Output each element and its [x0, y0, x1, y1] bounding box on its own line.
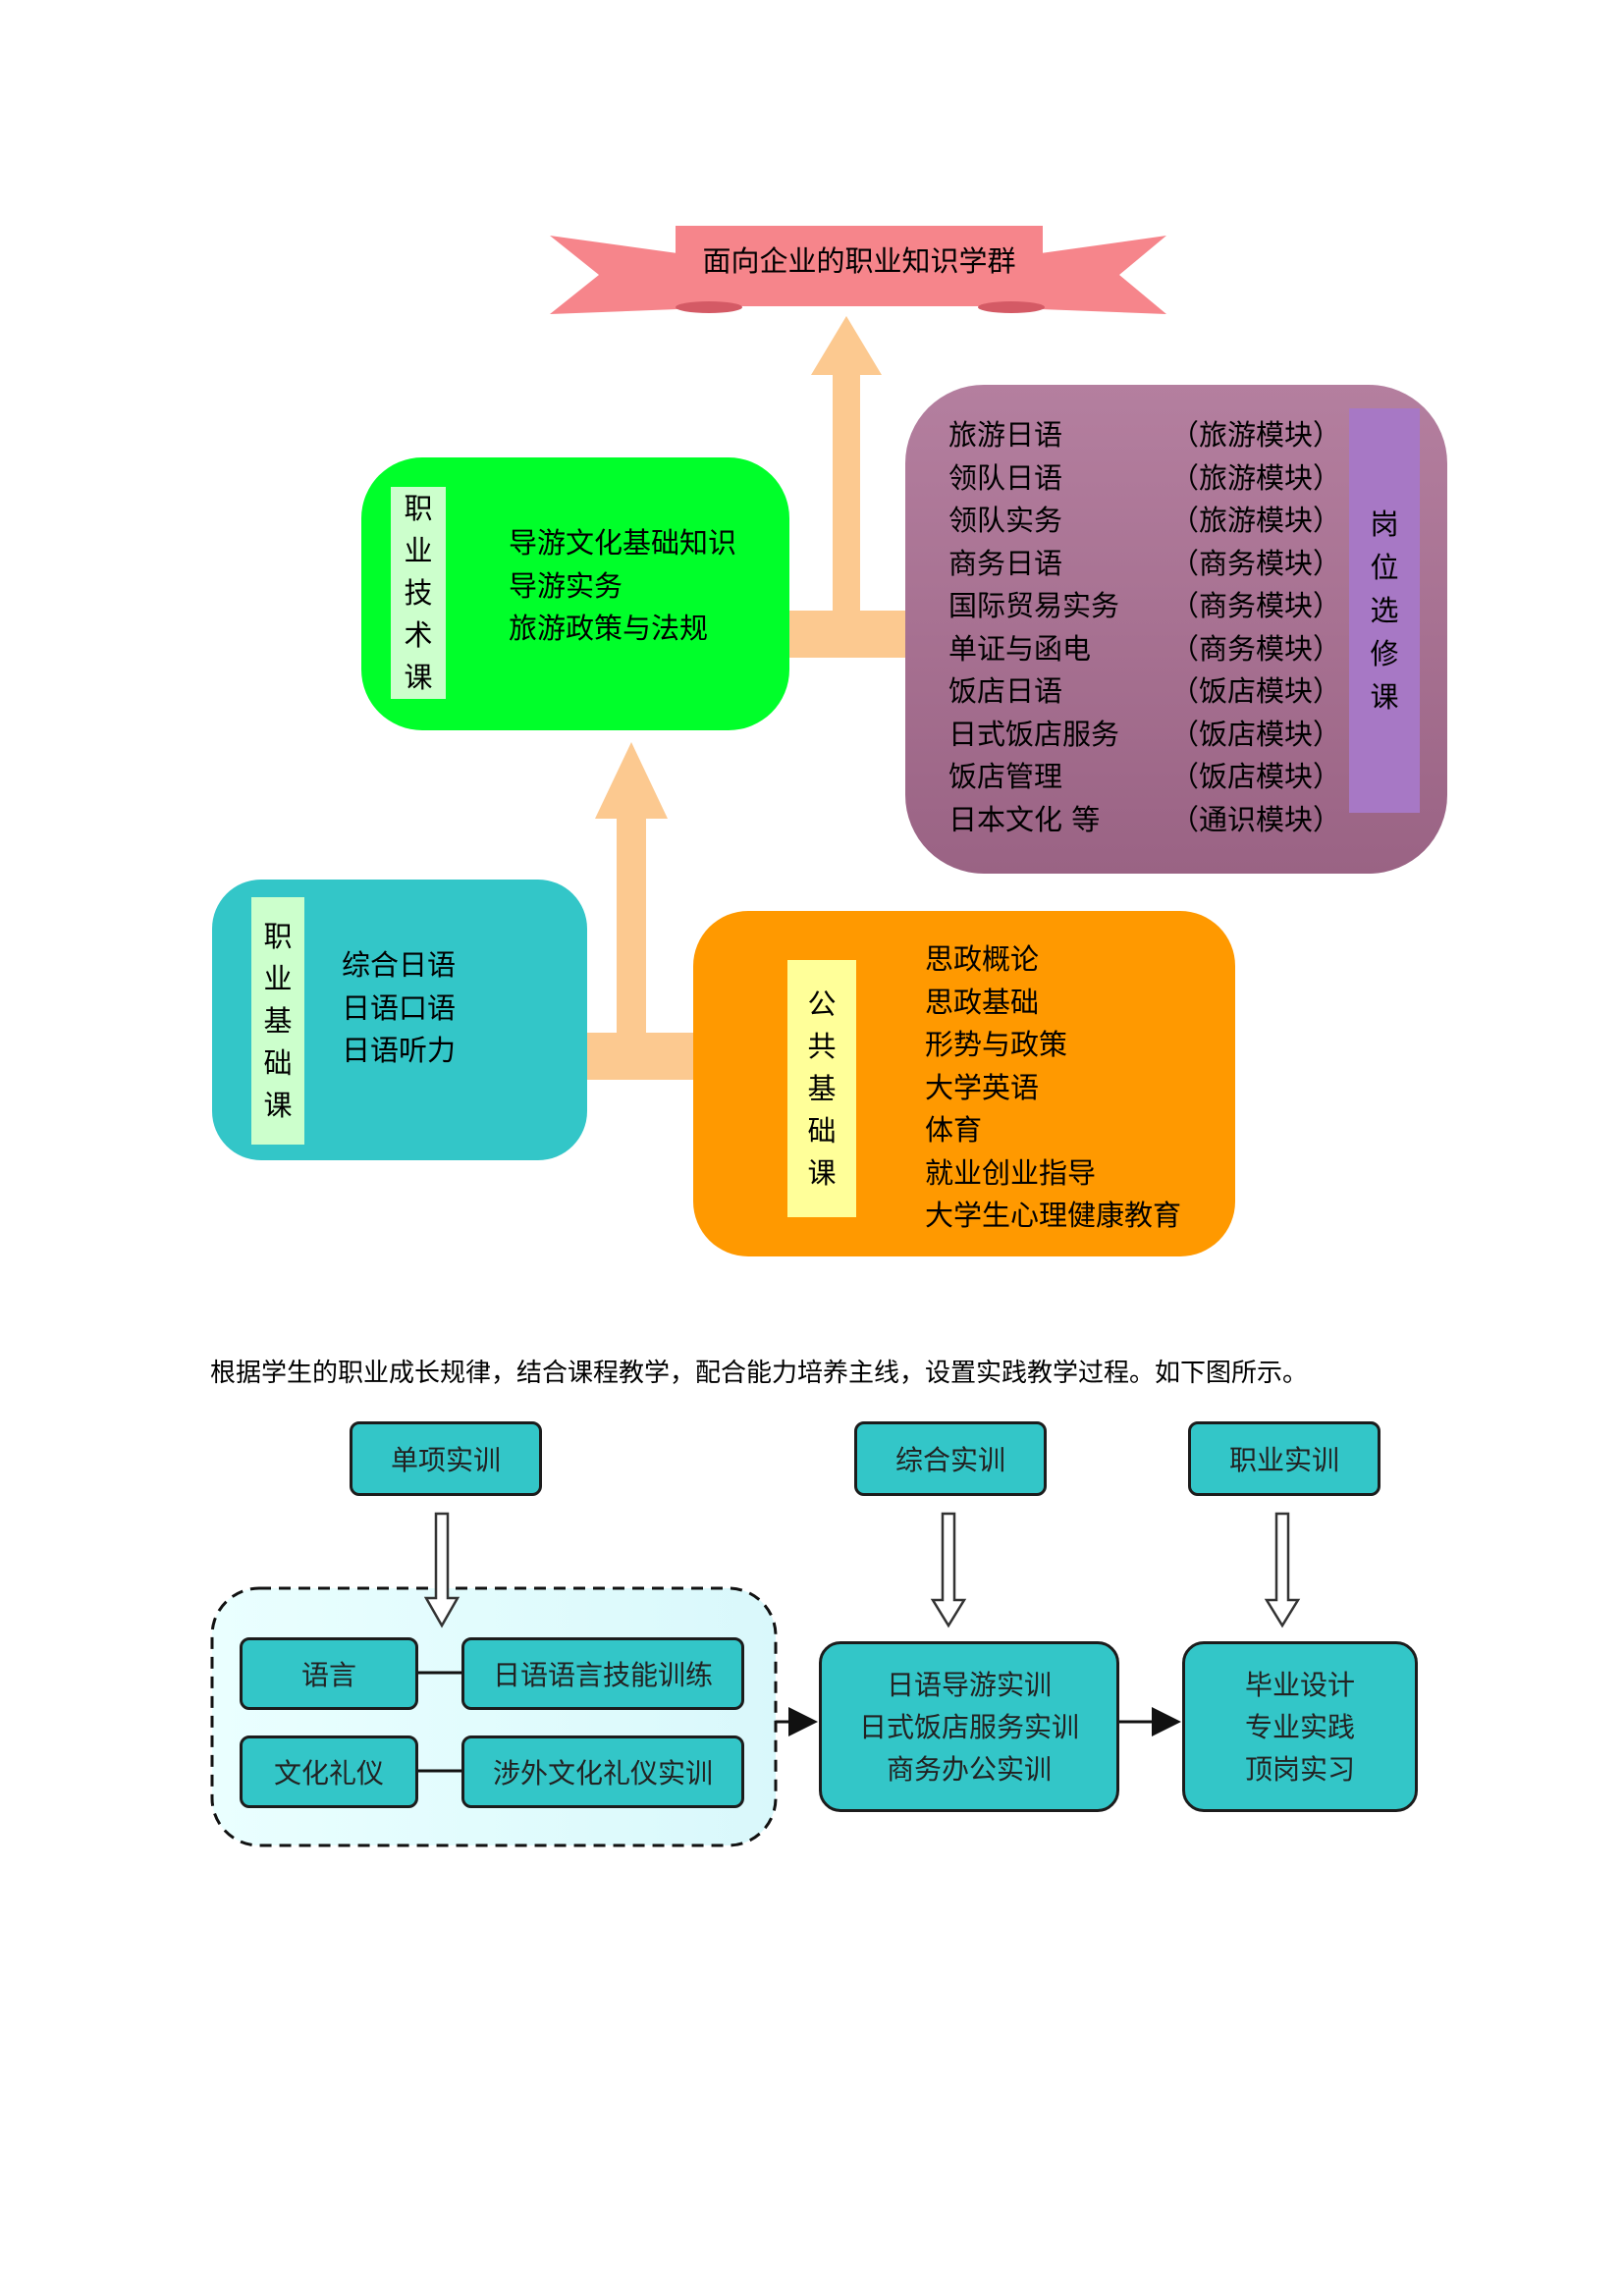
vocational-tech-label: 职 业 技 术 课: [391, 487, 446, 699]
list-item: 商务日语（商务模块）: [948, 546, 1341, 580]
intro-paragraph: 根据学生的职业成长规律，结合课程教学，配合能力培养主线，设置实践教学过程。如下图…: [210, 1359, 1309, 1388]
list-item: 思政概论: [925, 942, 1040, 976]
list-item: 单证与函电（商务模块）: [948, 631, 1341, 666]
list-item: 饭店管理（饭店模块）: [948, 760, 1341, 793]
list-item: 日式饭店服务实训: [858, 1710, 1079, 1743]
list-item: 顶岗实习: [1244, 1752, 1355, 1786]
elective-label: 岗 位 选 修 课: [1349, 408, 1420, 813]
public-basic-label: 公 共 基 础 课: [787, 960, 856, 1217]
stage-comprehensive-training: 综合实训: [854, 1421, 1047, 1496]
list-item: 旅游政策与法规: [509, 612, 709, 645]
language-training-box: 日语语言技能训练: [461, 1637, 744, 1710]
list-item: 旅游日语（旅游模块）: [948, 418, 1341, 452]
list-item: 导游文化基础知识: [509, 526, 737, 560]
list-item: 领队日语（旅游模块）: [948, 460, 1341, 495]
list-item: 饭店日语（饭店模块）: [948, 674, 1341, 708]
list-item: 体育: [925, 1113, 983, 1147]
vocational-tech-list: 导游文化基础知识 导游实务 旅游政策与法规: [509, 522, 736, 651]
list-item: 思政基础: [925, 985, 1040, 1019]
list-item: 大学生心理健康教育: [925, 1199, 1182, 1232]
vocational-basic-label: 职 业 基 础 课: [251, 897, 304, 1145]
public-basic-list: 思政概论 思政基础 形势与政策 大学英语 体育 就业创业指导 大学生心理健康教育: [925, 938, 1181, 1238]
list-item: 日语导游实训: [886, 1668, 1052, 1701]
list-item: 综合日语: [342, 948, 457, 982]
list-item: 日语口语: [342, 990, 457, 1025]
elective-box: 旅游日语（旅游模块） 领队日语（旅游模块） 领队实务（旅游模块） 商务日语（商务…: [905, 385, 1447, 874]
public-basic-box: 公 共 基 础 课 思政概论 思政基础 形势与政策 大学英语 体育 就业创业指导…: [693, 911, 1235, 1256]
comprehensive-training-box: 日语导游实训 日式饭店服务实训 商务办公实训: [819, 1641, 1119, 1812]
language-box: 语言: [240, 1637, 418, 1710]
elective-list: 旅游日语（旅游模块） 领队日语（旅游模块） 领队实务（旅游模块） 商务日语（商务…: [948, 414, 1341, 841]
list-item: 日语听力: [342, 1034, 457, 1067]
list-item: 形势与政策: [925, 1028, 1068, 1061]
list-item: 日本文化 等（通识模块）: [948, 802, 1341, 836]
list-item: 就业创业指导: [925, 1155, 1097, 1190]
stage-single-training: 单项实训: [350, 1421, 542, 1496]
etiquette-training-box: 涉外文化礼仪实训: [461, 1735, 744, 1808]
list-item: 大学英语: [925, 1070, 1040, 1104]
vocational-basic-list: 综合日语 日语口语 日语听力: [342, 944, 456, 1073]
flow-arrows: [585, 316, 909, 1080]
vocational-tech-box: 职 业 技 术 课 导游文化基础知识 导游实务 旅游政策与法规: [361, 457, 789, 730]
list-item: 领队实务（旅游模块）: [948, 504, 1341, 537]
list-item: 国际贸易实务（商务模块）: [948, 589, 1341, 622]
list-item: 商务办公实训: [886, 1752, 1052, 1786]
list-item: 专业实践: [1244, 1710, 1355, 1743]
list-item: 日式饭店服务（饭店模块）: [948, 717, 1341, 751]
vocational-basic-box: 职 业 基 础 课 综合日语 日语口语 日语听力: [212, 880, 587, 1160]
banner-ribbon: [550, 226, 1166, 314]
hollow-down-arrows: [423, 1512, 1301, 1629]
etiquette-box: 文化礼仪: [240, 1735, 418, 1808]
professional-training-box: 毕业设计 专业实践 顶岗实习: [1182, 1641, 1418, 1812]
stage-professional-training: 职业实训: [1188, 1421, 1380, 1496]
banner-title: 面向企业的职业知识学群: [702, 244, 1016, 278]
list-item: 导游实务: [509, 568, 623, 603]
list-item: 毕业设计: [1244, 1668, 1355, 1701]
